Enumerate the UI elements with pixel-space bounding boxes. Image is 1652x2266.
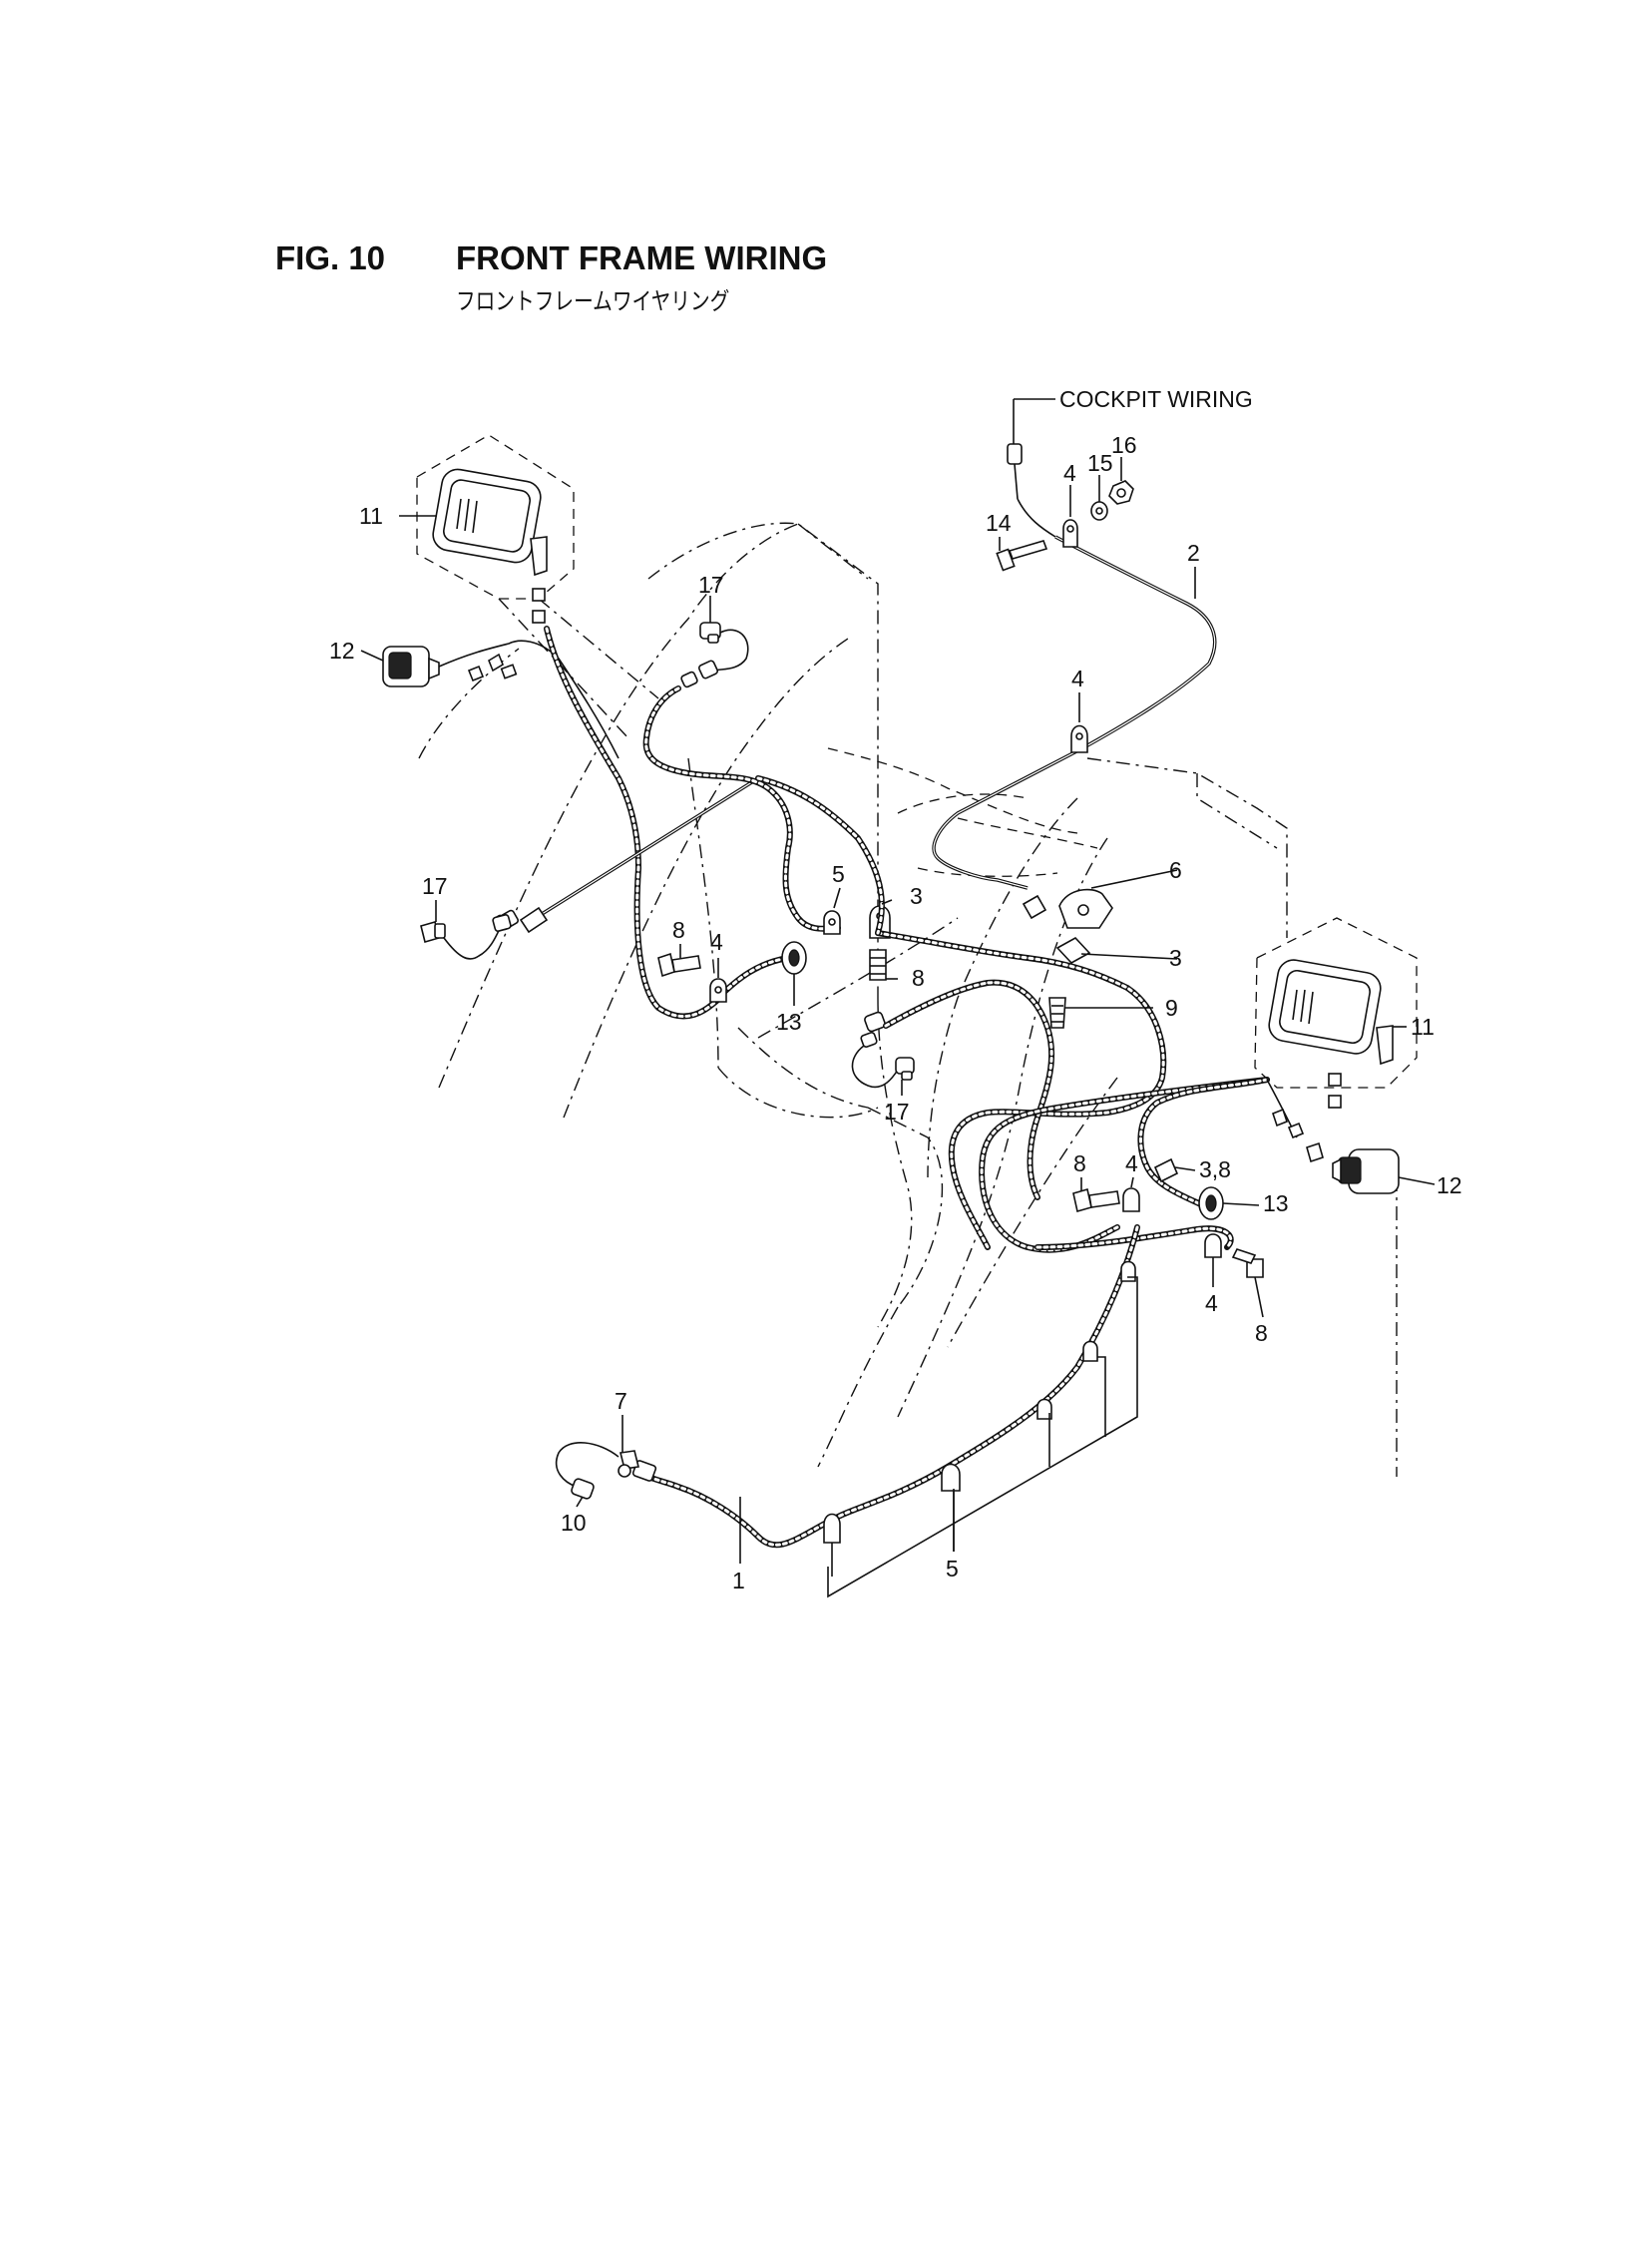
leader-lines — [360, 457, 1436, 1564]
side-lamp-right — [1266, 1079, 1400, 1194]
callout-12: 12 — [329, 638, 355, 664]
sensor-17-left — [420, 914, 512, 960]
callout-8: 8 — [1073, 1150, 1086, 1176]
callout-4: 4 — [1205, 1290, 1218, 1316]
figure-title: FRONT FRAME WIRING — [456, 239, 828, 276]
cockpit-wiring-label: COCKPIT WIRING — [1059, 386, 1253, 412]
left-lamp-cable-run — [544, 626, 723, 1020]
sensor-17-lower — [851, 979, 1055, 1200]
callout-3: 3 — [1169, 945, 1182, 971]
callout-4: 4 — [1125, 1150, 1138, 1176]
work-lamp-left — [416, 434, 659, 739]
callout-6: 6 — [1169, 857, 1182, 883]
front-frame-phantom-outline — [418, 522, 1398, 1477]
figure-subtitle: フロントフレームワイヤリング — [456, 287, 730, 315]
work-lamp-right — [1254, 917, 1418, 1109]
callout-17: 17 — [884, 1099, 910, 1125]
left-grommet-bolt-clamp — [657, 941, 807, 1003]
callout-11: 11 — [359, 503, 383, 529]
callout-9: 9 — [1165, 995, 1178, 1021]
callout-4: 4 — [710, 929, 723, 955]
side-lamp-left — [382, 640, 620, 759]
callout-2: 2 — [1187, 540, 1200, 566]
callout-4: 4 — [1071, 666, 1084, 691]
callout-13: 13 — [1263, 1190, 1289, 1216]
callout-1: 1 — [732, 1568, 745, 1593]
callout-17: 17 — [422, 873, 448, 899]
sensor-17-top — [642, 622, 841, 932]
callout-16: 16 — [1111, 432, 1137, 458]
callout-17: 17 — [698, 572, 724, 598]
callout-5: 5 — [832, 861, 845, 887]
callout-3-8: 3,8 — [1199, 1156, 1231, 1182]
right-side-harness — [555, 1077, 1270, 1598]
callout-7: 7 — [615, 1388, 627, 1414]
callout-5: 5 — [946, 1556, 959, 1582]
cockpit-harness — [932, 398, 1217, 920]
callout-12: 12 — [1437, 1172, 1462, 1198]
callout-labels: COCKPIT WIRING 11 12 17 17 17 14 4 15 16… — [329, 386, 1462, 1593]
callout-11: 11 — [1411, 1014, 1435, 1040]
callout-8: 8 — [672, 917, 685, 943]
callout-15: 15 — [1087, 450, 1113, 476]
central-bracket-assembly — [823, 888, 1113, 1029]
callout-14: 14 — [986, 510, 1012, 536]
callout-4: 4 — [1063, 460, 1076, 486]
callout-8: 8 — [912, 965, 925, 991]
figure-number: FIG. 10 — [275, 239, 386, 276]
callout-3: 3 — [910, 883, 923, 909]
callout-13: 13 — [776, 1009, 802, 1035]
callout-8: 8 — [1255, 1320, 1268, 1346]
callout-10: 10 — [561, 1510, 587, 1536]
